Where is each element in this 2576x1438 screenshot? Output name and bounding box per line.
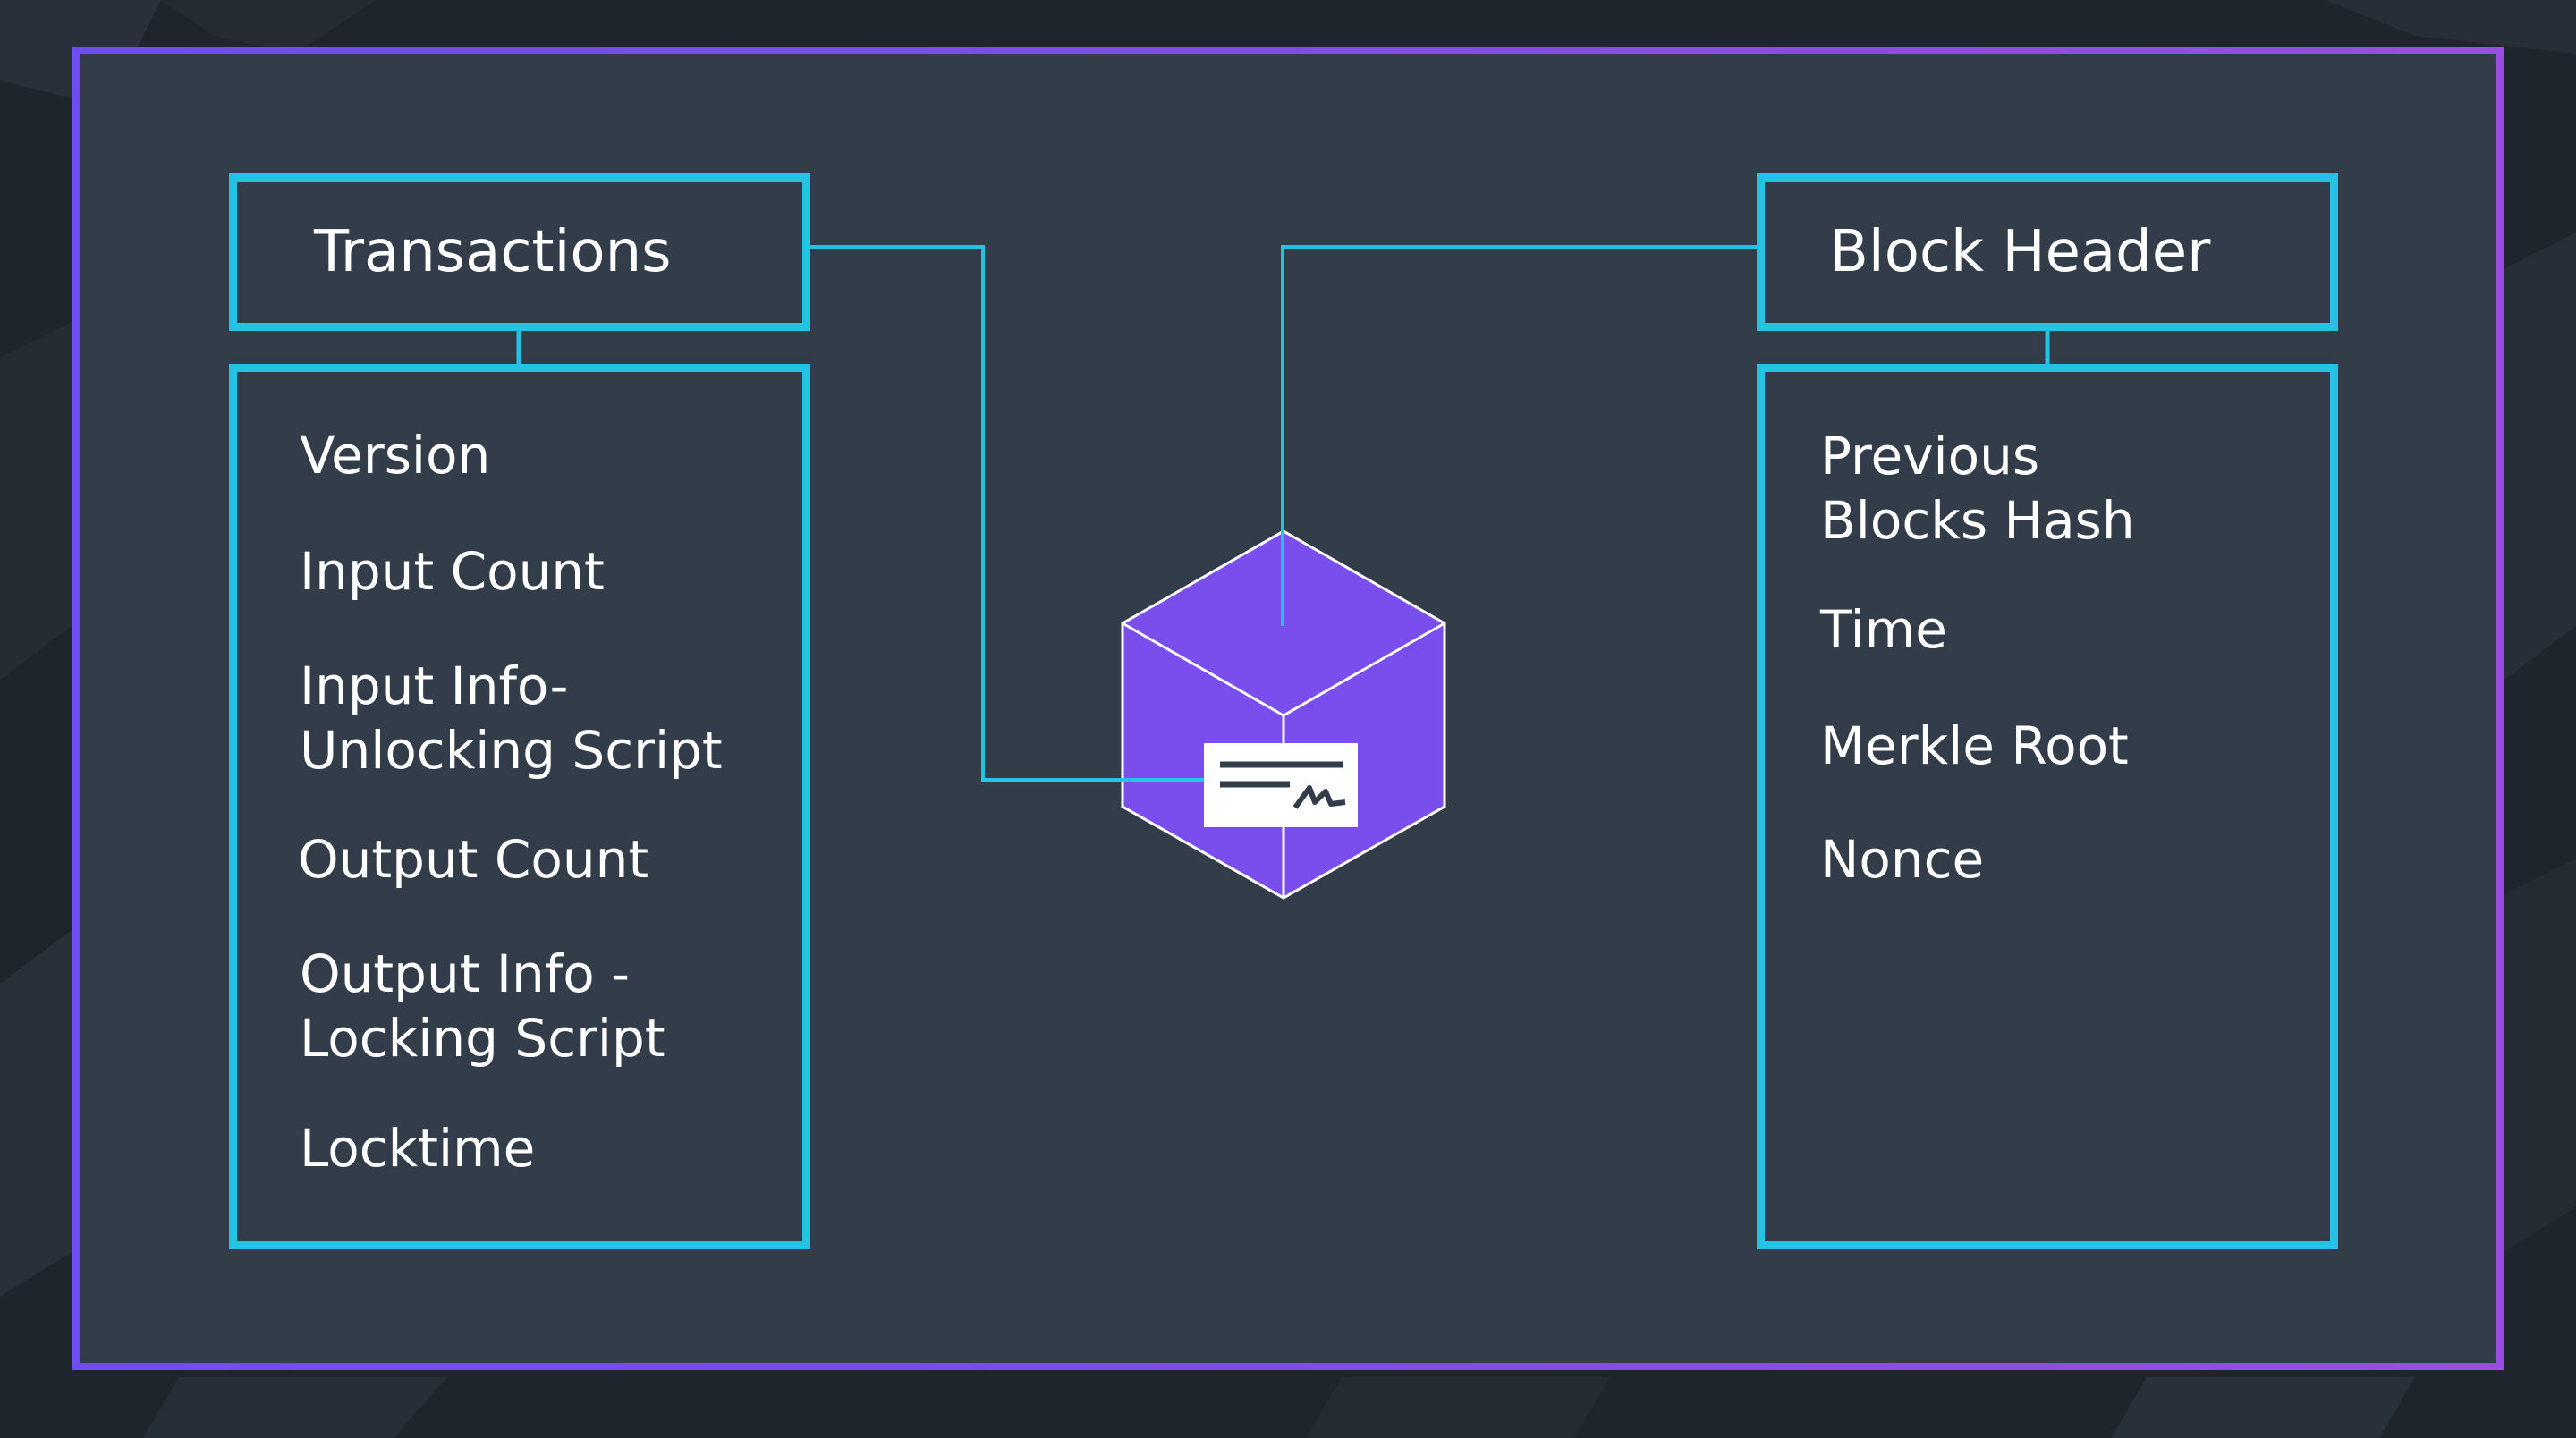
transactions-title: Transactions bbox=[314, 219, 672, 285]
block-header-title-box: Block Header bbox=[1757, 173, 2338, 331]
transactions-field-output-count: Output Count bbox=[298, 829, 649, 890]
block-header-title: Block Header bbox=[1829, 219, 2211, 285]
transactions-field-version: Version bbox=[300, 425, 491, 486]
transactions-field-locktime: Locktime bbox=[300, 1118, 536, 1179]
transactions-title-box: Transactions bbox=[229, 173, 810, 331]
block-header-field-time: Time bbox=[1820, 599, 1947, 660]
block-header-fields-box bbox=[1757, 364, 2338, 1249]
block-cube-icon bbox=[1120, 529, 1447, 901]
transactions-to-block-connector bbox=[808, 245, 1208, 782]
signed-document-icon bbox=[1204, 743, 1358, 827]
block-header-field-previous-hash: Previous Blocks Hash bbox=[1820, 426, 2135, 551]
transactions-field-input-count: Input Count bbox=[300, 541, 605, 602]
transactions-fields-box bbox=[229, 364, 810, 1249]
header-to-block-connector bbox=[1281, 245, 1758, 626]
transactions-field-output-info: Output Info - Locking Script bbox=[300, 943, 665, 1069]
block-header-field-nonce: Nonce bbox=[1820, 829, 1985, 890]
transactions-field-input-info: Input Info- Unlocking Script bbox=[300, 656, 723, 781]
block-header-field-merkle-root: Merkle Root bbox=[1820, 715, 2129, 776]
